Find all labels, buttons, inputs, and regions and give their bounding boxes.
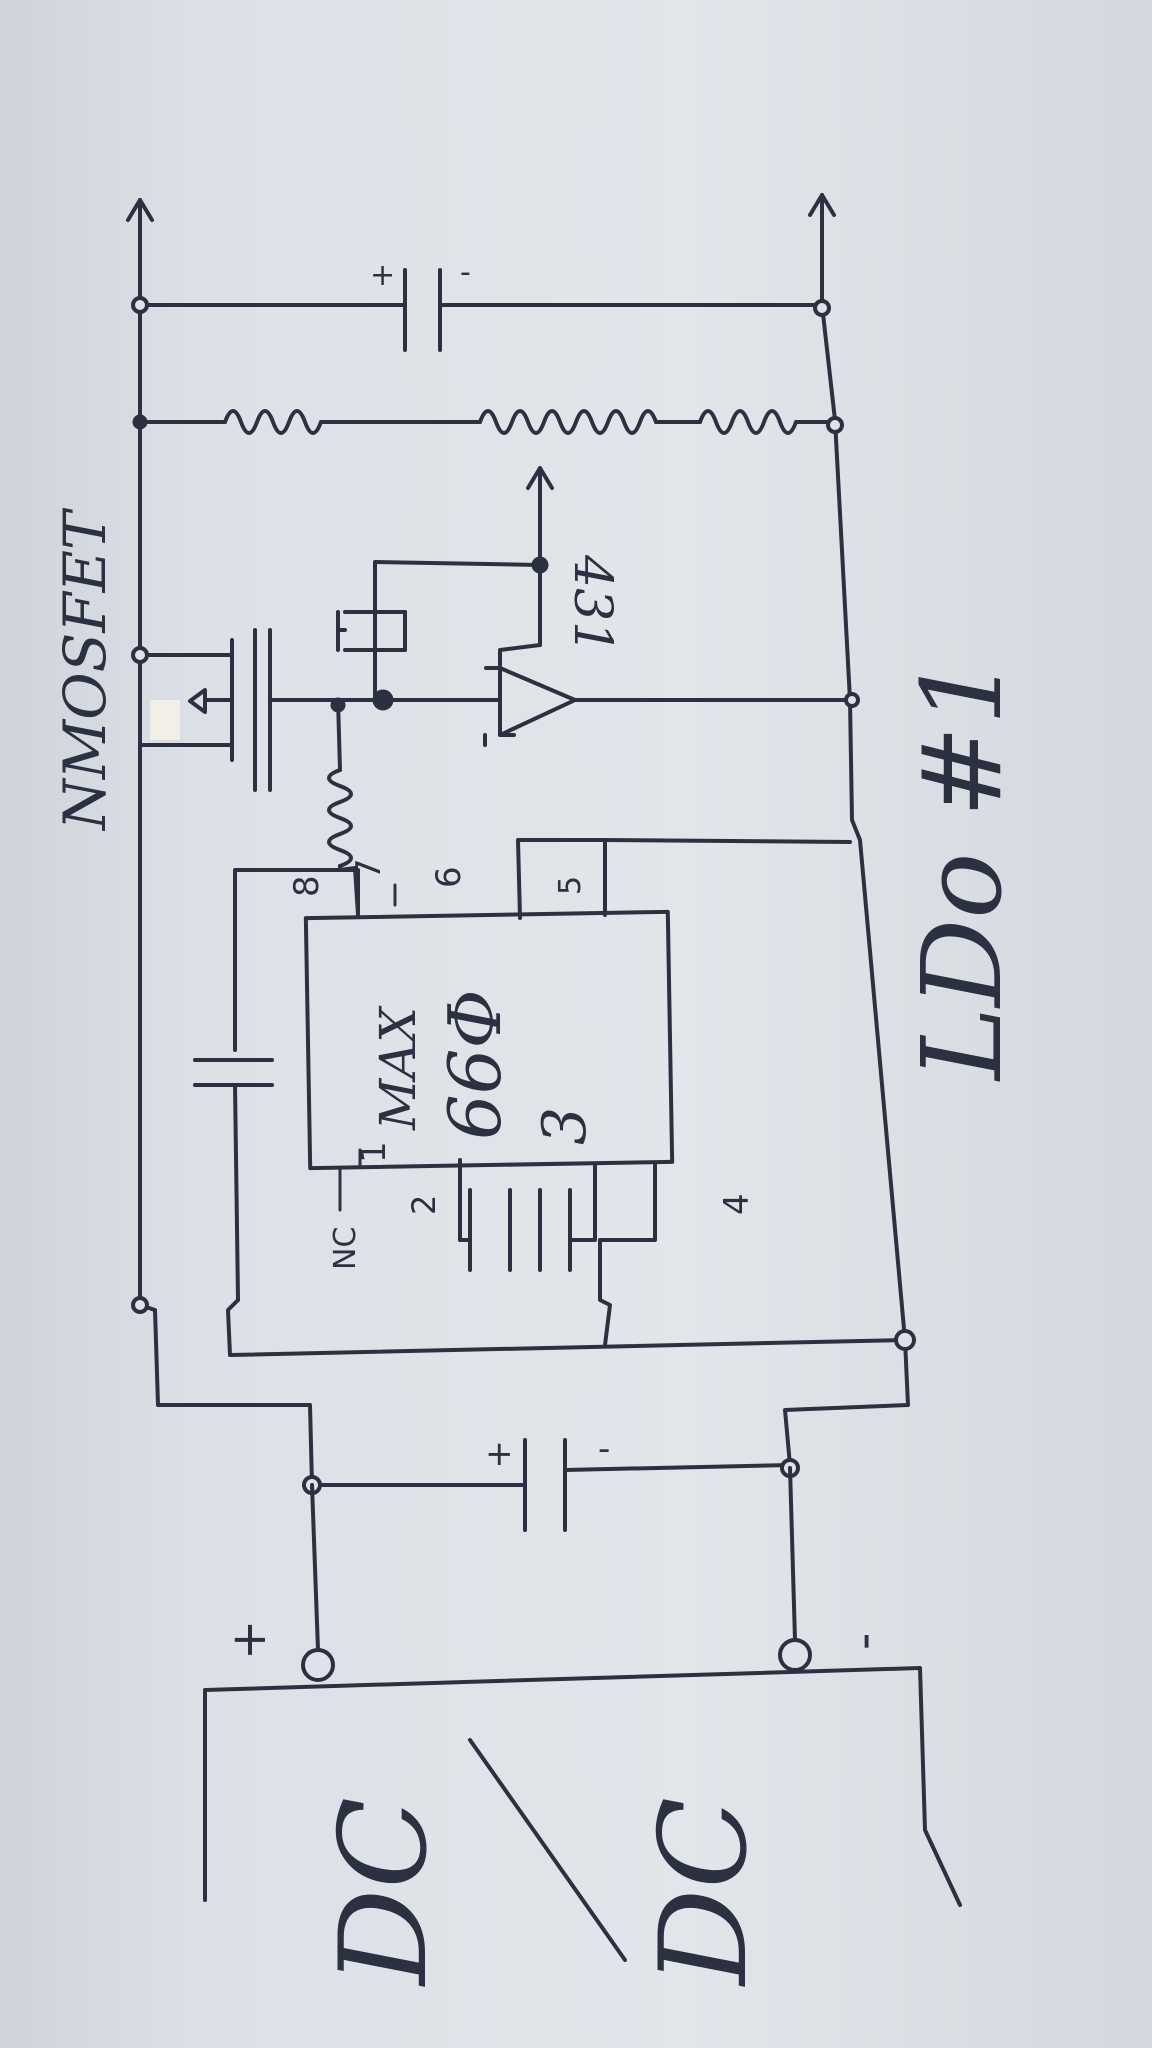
negative-rail — [783, 303, 910, 1467]
compensation-capacitor — [336, 560, 542, 702]
svg-text:MAX: MAX — [369, 1005, 427, 1131]
svg-text:5: 5 — [553, 876, 588, 895]
junction — [372, 689, 394, 711]
junction — [330, 697, 346, 713]
output-positive-arrow — [126, 198, 154, 307]
svg-text:7: 7 — [349, 858, 389, 880]
positive-terminal — [301, 1648, 335, 1682]
svg-text:431: 431 — [562, 554, 622, 654]
pin-labels-right-side: 7 6 5 — [349, 838, 852, 920]
svg-text:8: 8 — [287, 875, 327, 897]
pins-left-side: 1 NC 2 4 — [328, 1141, 757, 1347]
tl431-shunt-regulator: 431 — [338, 554, 857, 747]
junction — [131, 1296, 149, 1314]
svg-text:DC: DC — [315, 1797, 454, 1987]
output-negative-arrow — [808, 193, 836, 307]
nmosfet-label: NMOSFET — [51, 507, 119, 832]
junction — [826, 416, 844, 434]
nmosfet: NMOSFET — [51, 507, 342, 832]
junction — [844, 692, 860, 708]
junction — [894, 1329, 916, 1351]
svg-text:1: 1 — [354, 1141, 394, 1163]
svg-text:DC: DC — [635, 1797, 774, 1987]
positive-rail — [138, 303, 314, 1487]
svg-text:+: + — [221, 1620, 277, 1660]
output-capacitor: + - — [138, 255, 824, 352]
svg-text:-: - — [460, 255, 471, 290]
svg-text:4: 4 — [717, 1193, 757, 1215]
input-capacitor: + - — [310, 1429, 792, 1532]
svg-text:2: 2 — [405, 1195, 443, 1215]
gate-resistor — [327, 698, 360, 917]
max663-ic: MAX 66Φ 3 — [303, 909, 675, 1171]
svg-text:66Φ: 66Φ — [433, 989, 517, 1140]
junction — [131, 296, 149, 314]
dc-dc-converter: + - DC DC — [203, 1466, 962, 1987]
feedback-divider — [138, 409, 837, 567]
svg-text:NC: NC — [328, 1227, 363, 1270]
pin8-capacitor: 8 — [193, 868, 907, 1357]
svg-text:-: - — [836, 1633, 892, 1650]
negative-terminal — [778, 1638, 812, 1672]
svg-text:-: - — [598, 1429, 610, 1469]
svg-text:+: + — [370, 258, 395, 293]
svg-text:+: + — [485, 1434, 514, 1474]
svg-text:3: 3 — [530, 1107, 600, 1145]
junction — [132, 414, 148, 430]
junction — [813, 299, 831, 317]
svg-text:6: 6 — [429, 866, 469, 888]
diagram-title: LDo #1 — [898, 655, 1026, 1082]
